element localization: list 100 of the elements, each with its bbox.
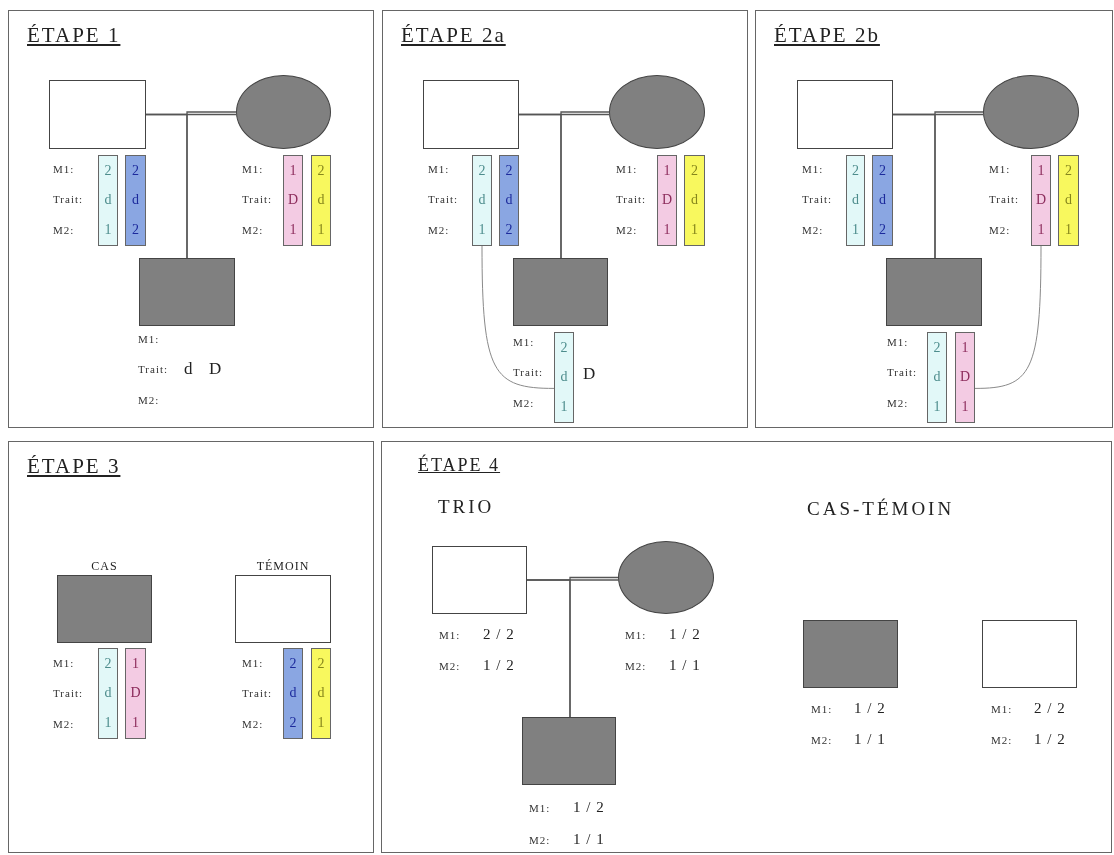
allele-text: 2 (505, 223, 513, 238)
row-label: M1: (439, 630, 461, 641)
square-symbol (886, 258, 982, 326)
row-label: Trait: (513, 367, 544, 378)
allele-bar (125, 155, 146, 246)
allele-text: 1 (663, 163, 671, 178)
step-heading: ÉTAPE 3 (27, 456, 121, 477)
row-label: Trait: (242, 688, 273, 699)
allele-text: 2 (478, 163, 486, 178)
allele-text: 2 (104, 163, 112, 178)
allele-text: D (1035, 193, 1047, 208)
row-label: Trait: (887, 367, 918, 378)
allele-text: 2 (289, 656, 297, 671)
step-heading: ÉTAPE 2b (774, 25, 880, 46)
panel-frame (755, 10, 1113, 428)
allele-text: 1 (132, 716, 139, 731)
allele-text: D (583, 365, 596, 382)
allele-text: 1 (663, 223, 671, 238)
allele-text: D (209, 360, 222, 377)
allele-text: D (959, 370, 971, 385)
allele-bar (311, 155, 331, 246)
row-label: M1: (53, 164, 75, 175)
allele-text: d (104, 686, 112, 701)
row-label: Trait: (138, 364, 169, 375)
genotype-text: 2 / 2 (483, 627, 515, 642)
allele-bar (554, 332, 574, 423)
row-label: M2: (991, 735, 1013, 746)
allele-text: 1 (132, 656, 139, 671)
pedigree-line (560, 111, 610, 259)
inheritance-curve (481, 245, 555, 389)
row-label: Trait: (616, 194, 647, 205)
allele-bar (846, 155, 865, 246)
row-label: M1: (811, 704, 833, 715)
row-label: Trait: (242, 194, 273, 205)
allele-bar (927, 332, 947, 423)
allele-text: d (691, 193, 698, 208)
genotype-text: 2 / 2 (1034, 701, 1066, 716)
panel-frame (381, 441, 1112, 853)
square-symbol (432, 546, 527, 614)
allele-text: 1 (852, 223, 859, 238)
allele-text: 1 (691, 223, 698, 238)
allele-text: 2 (879, 223, 886, 238)
pedigree-line (934, 111, 984, 259)
row-label: M1: (242, 658, 264, 669)
row-label: M1: (428, 164, 450, 175)
row-label: M2: (887, 398, 909, 409)
allele-text: 1 (1065, 223, 1072, 238)
row-label: M1: (625, 630, 647, 641)
panel-frame (8, 10, 374, 428)
allele-bar (657, 155, 677, 246)
allele-bar (98, 155, 118, 246)
row-label: M1: (513, 337, 535, 348)
pedigree-line (569, 576, 619, 718)
section-heading: CAS-TÉMOIN (807, 499, 955, 518)
row-label: M2: (513, 398, 535, 409)
row-label: M2: (989, 225, 1011, 236)
panel-frame (8, 441, 374, 853)
row-label: M2: (802, 225, 824, 236)
allele-bar (283, 648, 303, 739)
row-label: M1: (989, 164, 1011, 175)
row-label: Trait: (428, 194, 459, 205)
row-label: Trait: (989, 194, 1020, 205)
allele-text: 2 (879, 163, 886, 178)
allele-text: d (132, 193, 139, 208)
allele-text: 1 (289, 163, 297, 178)
allele-bar (872, 155, 893, 246)
square-symbol (982, 620, 1077, 688)
square-symbol (423, 80, 519, 149)
section-heading: TRIO (438, 497, 495, 516)
allele-text: 2 (132, 163, 139, 178)
allele-text: 1 (1037, 223, 1045, 238)
allele-text: 1 (104, 716, 112, 731)
genotype-text: 1 / 2 (1034, 732, 1066, 747)
row-label: Trait: (53, 688, 84, 699)
square-symbol (49, 80, 146, 149)
genotype-text: 1 / 1 (669, 658, 701, 673)
allele-bar (283, 155, 303, 246)
allele-text: 2 (1065, 163, 1072, 178)
row-label: M2: (811, 735, 833, 746)
allele-text: d (289, 686, 297, 701)
allele-text: 1 (104, 223, 112, 238)
allele-text: 2 (317, 656, 325, 671)
row-label: M2: (428, 225, 450, 236)
allele-bar (472, 155, 492, 246)
square-symbol (522, 717, 616, 785)
step-heading: ÉTAPE 1 (27, 25, 121, 46)
allele-bar (1031, 155, 1051, 246)
pedigree-line (186, 111, 237, 259)
allele-bar (311, 648, 331, 739)
allele-text: 1 (317, 223, 325, 238)
step-heading: ÉTAPE 2a (401, 25, 506, 46)
row-label: Trait: (802, 194, 833, 205)
allele-text: d (879, 193, 886, 208)
allele-text: d (933, 370, 941, 385)
allele-text: 1 (560, 400, 568, 415)
genotype-text: 1 / 2 (483, 658, 515, 673)
allele-text: d (478, 193, 486, 208)
symbol-heading: TÉMOIN (255, 560, 311, 572)
allele-text: D (287, 193, 299, 208)
genotype-text: 1 / 1 (854, 732, 886, 747)
